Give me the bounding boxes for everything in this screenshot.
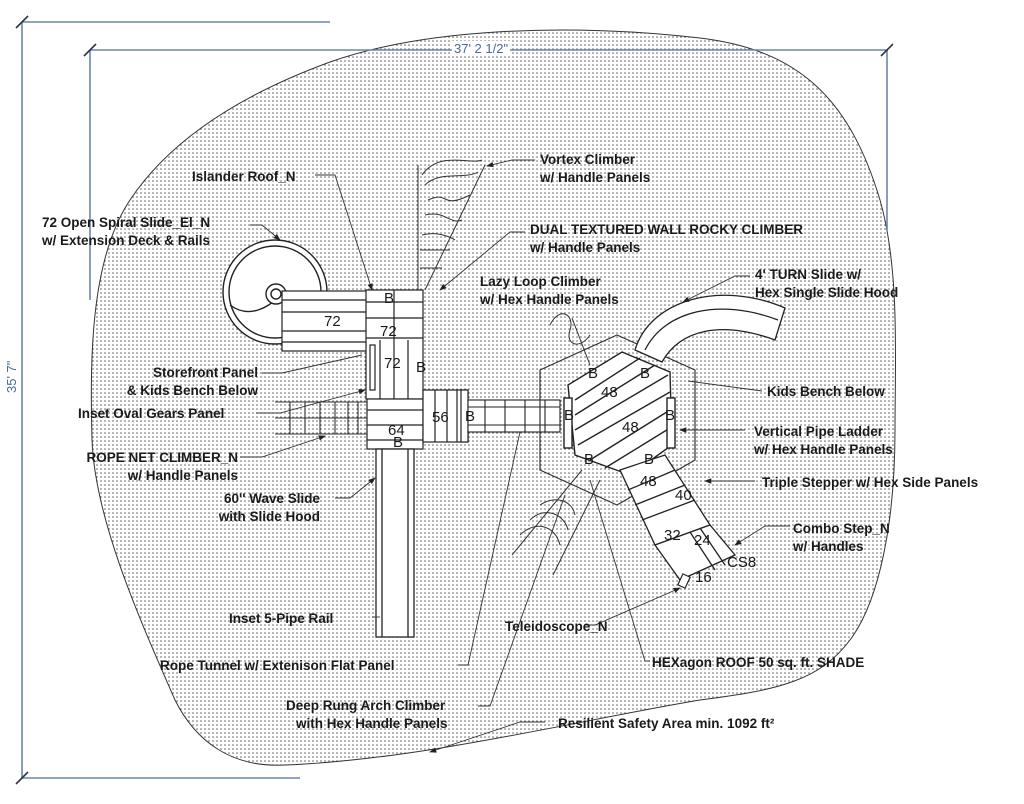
label-islander-roof: Islander Roof_N xyxy=(192,169,296,184)
vortex-climber xyxy=(417,159,486,291)
triple-stepper xyxy=(619,454,737,581)
label-turn-slide-line2: Hex Single Slide Hood xyxy=(755,285,899,300)
label-safety-area: Resilient Safety Area min. 1092 ft² xyxy=(558,716,775,731)
combo-step-marker: CS8 xyxy=(727,554,757,571)
deck-height-stepper-16: 16 xyxy=(695,569,712,586)
hexagon-roof xyxy=(539,334,696,506)
label-wave-slide-line2: with Slide Hood xyxy=(218,509,320,524)
deck-height-stepper-32: 32 xyxy=(664,527,681,544)
label-hexagon-roof: HEXagon ROOF 50 sq. ft. SHADE xyxy=(652,655,865,670)
label-triple-stepper: Triple Stepper w/ Hex Side Panels xyxy=(762,475,979,490)
safety-area-shape xyxy=(90,29,897,766)
label-lazy-loop-line2: w/ Hex Handle Panels xyxy=(480,292,619,307)
label-deep-rung-line1: Deep Rung Arch Climber xyxy=(286,698,446,713)
label-storefront-line1: Storefront Panel xyxy=(152,365,258,380)
label-rocky-line1: DUAL TEXTURED WALL ROCKY CLIMBER xyxy=(530,222,804,237)
deck-height-56: 56 xyxy=(432,409,449,426)
lazy-loop-climber xyxy=(549,313,591,366)
deck-height-hex-top: 48 xyxy=(601,384,618,401)
deck-height-stepper-48: 48 xyxy=(640,473,657,490)
deck-height-spiral-ext: 72 xyxy=(324,313,341,330)
main-tower xyxy=(365,289,469,450)
bench-marker: B xyxy=(416,359,427,376)
bench-marker: B xyxy=(588,365,599,382)
label-spiral-slide-line2: w/ Extension Deck & Rails xyxy=(42,233,211,248)
teleidoscope xyxy=(677,573,691,589)
width-dimension: 37' 2 1/2" xyxy=(452,41,511,56)
label-vortex-line2: w/ Handle Panels xyxy=(540,170,651,185)
label-teleidoscope: Teleidoscope_N xyxy=(505,619,608,634)
deck-height-stepper-24: 24 xyxy=(694,532,711,549)
label-pipe-ladder-line1: Vertical Pipe Ladder xyxy=(754,424,884,439)
turn-slide xyxy=(634,294,786,363)
bench-marker: B xyxy=(640,365,651,382)
label-storefront-line2: & Kids Bench Below xyxy=(126,383,258,398)
deck-height-hex-mid: 48 xyxy=(622,419,639,436)
label-turn-slide-line1: 4' TURN Slide w/ xyxy=(755,267,861,282)
label-rocky-line2: w/ Handle Panels xyxy=(530,240,641,255)
label-rope-net-line1: ROPE NET CLIMBER_N xyxy=(86,450,238,465)
deck-height-64: 64 xyxy=(388,422,405,439)
bench-marker: B xyxy=(564,407,575,424)
label-wave-slide-line1: 60'' Wave Slide xyxy=(224,491,320,506)
wave-slide xyxy=(375,448,415,638)
label-combo-step-line2: w/ Handles xyxy=(793,539,864,554)
label-lazy-loop-line1: Lazy Loop Climber xyxy=(480,274,601,289)
label-deep-rung-line2: with Hex Handle Panels xyxy=(296,716,448,731)
label-pipe-ladder-line2: w/ Hex Handle Panels xyxy=(754,442,893,457)
label-combo-step-line1: Combo Step_N xyxy=(793,521,890,536)
deck-height-tower-lower: 72 xyxy=(384,355,401,372)
bench-marker: B xyxy=(393,434,404,451)
deep-rung-arch-climber xyxy=(511,469,601,576)
label-five-pipe-rail: Inset 5-Pipe Rail xyxy=(229,611,334,626)
label-kids-bench: Kids Bench Below xyxy=(767,384,885,399)
deck-height-stepper-40: 40 xyxy=(675,487,692,504)
bench-marker: B xyxy=(465,408,476,425)
label-spiral-slide-line1: 72 Open Spiral Slide_El_N xyxy=(42,215,211,230)
bench-marker: B xyxy=(644,451,655,468)
rope-net-climber xyxy=(275,401,367,435)
hex-deck xyxy=(563,351,676,476)
deck-height-tower-top: 72 xyxy=(380,323,397,340)
bench-marker: B xyxy=(384,290,395,307)
leader-lines xyxy=(240,159,790,753)
label-oval-gears: Inset Oval Gears Panel xyxy=(78,406,225,421)
bench-marker: B xyxy=(584,451,595,468)
label-rope-tunnel: Rope Tunnel w/ Extenison Flat Panel xyxy=(160,658,395,673)
height-dimension: 35' 7" xyxy=(4,358,19,395)
bench-marker: B xyxy=(665,407,676,424)
extension-deck xyxy=(281,290,369,352)
label-vortex-line1: Vortex Climber xyxy=(540,152,636,167)
rope-tunnel xyxy=(467,399,561,433)
label-rope-net-line2: w/ Handle Panels xyxy=(127,468,238,483)
